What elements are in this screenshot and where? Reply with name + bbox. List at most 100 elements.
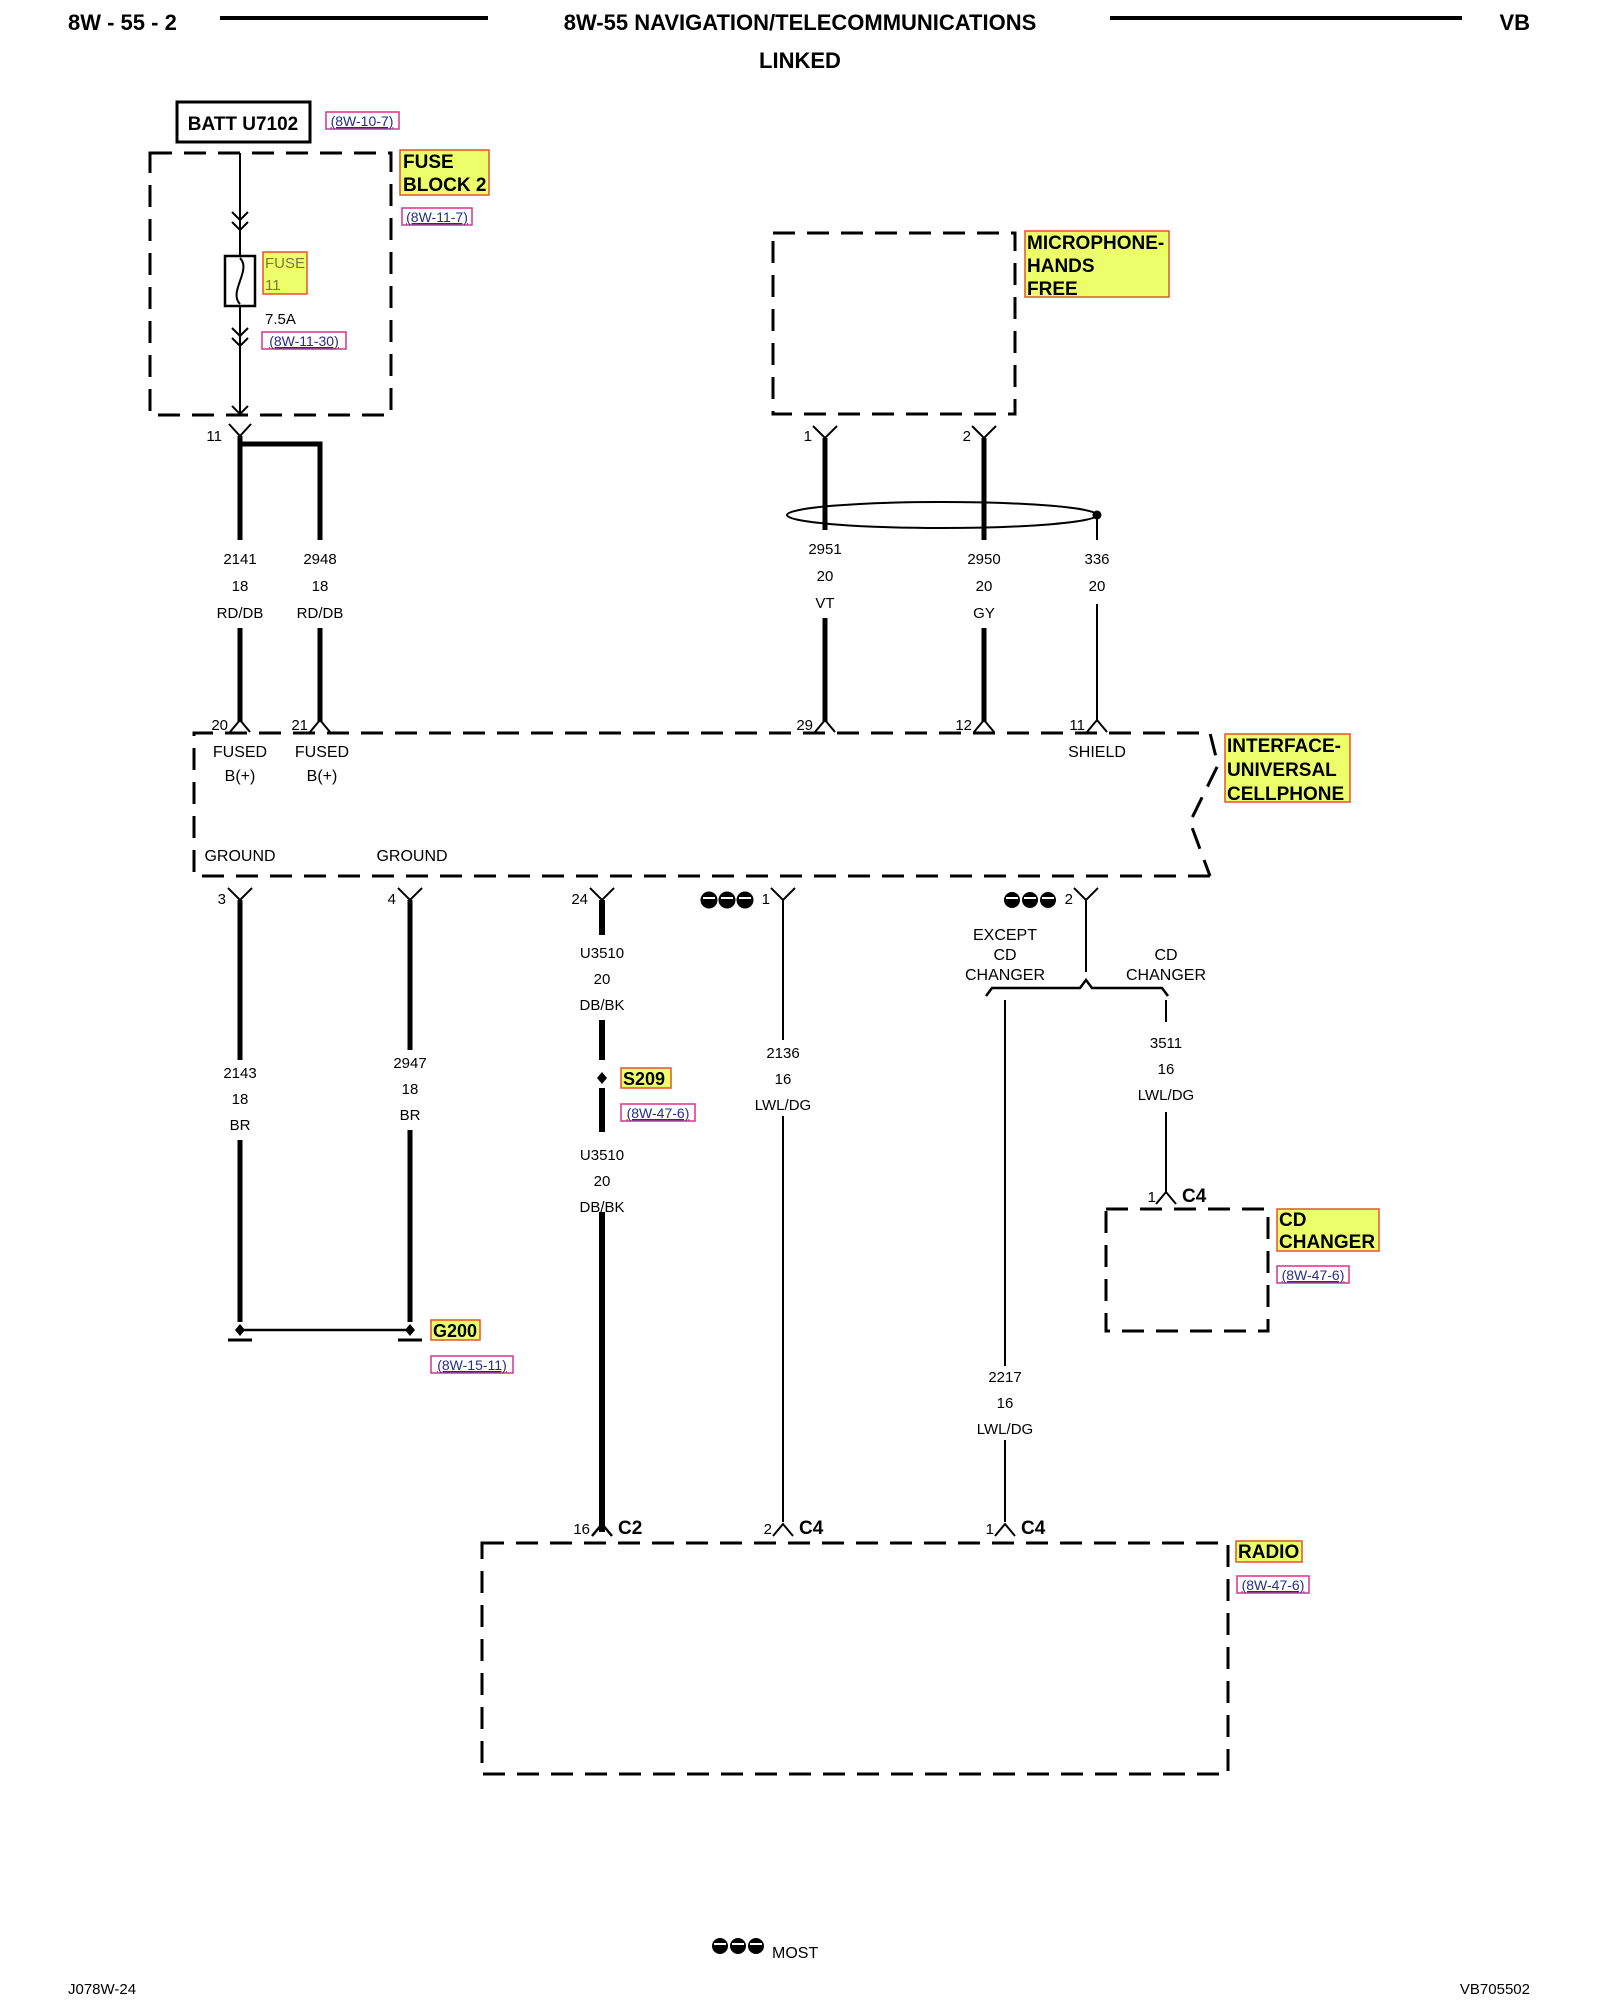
- svg-text:18: 18: [402, 1081, 419, 1098]
- connector-label: C4: [1182, 1186, 1207, 1207]
- pin-label: 4: [388, 891, 396, 908]
- fuse-ref-link[interactable]: (8W-11-30): [261, 331, 347, 350]
- pin-label: 11: [206, 428, 222, 445]
- pin-label: 12: [955, 717, 972, 734]
- pin-label: 24: [571, 891, 588, 908]
- interface-pin-labels: FUSED B(+) FUSED B(+) SHIELD GROUND GROU…: [204, 744, 1125, 865]
- svg-text:BR: BR: [400, 1107, 421, 1124]
- svg-text:GROUND: GROUND: [204, 848, 275, 865]
- splice-s209-dot: [597, 1072, 607, 1084]
- svg-text:SHIELD: SHIELD: [1068, 744, 1126, 761]
- svg-text:FREE: FREE: [1027, 279, 1078, 300]
- page-number: 8W - 55 - 2: [68, 10, 177, 35]
- svg-text:BATT U7102: BATT U7102: [188, 114, 299, 135]
- svg-text:G200: G200: [433, 1321, 477, 1341]
- svg-text:11: 11: [265, 277, 281, 294]
- wire-u3510-upper-label: U3510 20 DB/BK: [579, 945, 624, 1014]
- svg-text:20: 20: [594, 971, 611, 988]
- svg-text:2950: 2950: [967, 551, 1000, 568]
- wire-2950-label: 2950 20 GY: [967, 551, 1000, 622]
- cd-changer-option-label: CD CHANGER: [1126, 947, 1206, 984]
- svg-text:RD/DB: RD/DB: [217, 605, 264, 622]
- wire-2136-label: 2136 16 LWL/DG: [755, 1045, 811, 1114]
- wire-3511-label: 3511 16 LWL/DG: [1138, 1035, 1194, 1104]
- pin-label: 1: [1148, 1189, 1156, 1206]
- footer-right-code: VB705502: [1460, 1981, 1530, 1998]
- most-legend-icon: [712, 1938, 764, 1954]
- svg-text:INTERFACE-: INTERFACE-: [1227, 736, 1341, 757]
- microphone-label: MICROPHONE- HANDS FREE: [1024, 230, 1170, 300]
- pin-label: 1: [986, 1521, 994, 1538]
- pin-label: 3: [218, 891, 226, 908]
- fuse-block-outline: [148, 151, 393, 417]
- microphone-outline: [771, 231, 1017, 416]
- svg-text:U3510: U3510: [580, 945, 624, 962]
- svg-text:LWL/DG: LWL/DG: [977, 1421, 1033, 1438]
- svg-text:U3510: U3510: [580, 1147, 624, 1164]
- svg-text:LWL/DG: LWL/DG: [755, 1097, 811, 1114]
- except-cd-changer-label: EXCEPT CD CHANGER: [965, 927, 1045, 984]
- pin-label: 11: [1069, 717, 1085, 734]
- svg-text:CELLPHONE: CELLPHONE: [1227, 784, 1344, 805]
- svg-text:18: 18: [232, 578, 249, 595]
- pin-label: 2: [1065, 891, 1073, 908]
- svg-text:BR: BR: [230, 1117, 251, 1134]
- radio-label: RADIO: [1235, 1540, 1303, 1563]
- radio-ref-link[interactable]: (8W-47-6): [1236, 1575, 1310, 1594]
- page-title: 8W-55 NAVIGATION/TELECOMMUNICATIONS: [564, 10, 1037, 35]
- svg-text:CHANGER: CHANGER: [1279, 1232, 1375, 1253]
- connector-label: C4: [799, 1518, 824, 1539]
- cd-changer-label: CD CHANGER: [1276, 1208, 1380, 1253]
- wire-2217-label: 2217 16 LWL/DG: [977, 1369, 1033, 1438]
- wire-u3510-lower-label: U3510 20 DB/BK: [579, 1147, 624, 1216]
- microphone-wires-lower: [814, 604, 1108, 733]
- svg-text:UNIVERSAL: UNIVERSAL: [1227, 760, 1337, 781]
- fuse-rating: 7.5A: [265, 311, 296, 328]
- radio-outline: [480, 1541, 1230, 1776]
- svg-text:EXCEPT: EXCEPT: [973, 927, 1037, 944]
- wire-336-label: 336 20: [1084, 551, 1109, 595]
- wire-2136: [770, 887, 796, 1522]
- wire-2948-label: 2948 18 RD/DB: [297, 551, 344, 622]
- svg-text:LWL/DG: LWL/DG: [1138, 1087, 1194, 1104]
- svg-text:B(+): B(+): [307, 768, 338, 785]
- svg-text:18: 18: [312, 578, 329, 595]
- svg-text:16: 16: [997, 1395, 1014, 1412]
- pin-label: 21: [291, 717, 308, 734]
- svg-text:CHANGER: CHANGER: [1126, 967, 1206, 984]
- cd-changer-ref-link[interactable]: (8W-47-6): [1276, 1265, 1350, 1284]
- ground-g200-ref-link[interactable]: (8W-15-11): [430, 1355, 514, 1374]
- svg-text:(8W-47-6): (8W-47-6): [1242, 1577, 1305, 1593]
- pin-label: 1: [762, 891, 770, 908]
- pin-label: 16: [573, 1521, 590, 1538]
- svg-text:(8W-47-6): (8W-47-6): [627, 1105, 690, 1121]
- svg-text:HANDS: HANDS: [1027, 256, 1095, 277]
- svg-text:GROUND: GROUND: [376, 848, 447, 865]
- svg-text:336: 336: [1084, 551, 1109, 568]
- wire-2141-label: 2141 18 RD/DB: [217, 551, 264, 622]
- ground-splice-dots: [235, 1324, 415, 1336]
- ground-g200-label: G200: [430, 1319, 481, 1341]
- most-symbol-pin1: [700, 891, 754, 909]
- page-subtitle: LINKED: [759, 48, 841, 73]
- svg-text:FUSED: FUSED: [295, 744, 349, 761]
- svg-text:DB/BK: DB/BK: [579, 1199, 624, 1216]
- svg-text:BLOCK 2: BLOCK 2: [403, 175, 486, 196]
- svg-text:(8W-15-11): (8W-15-11): [437, 1357, 507, 1373]
- svg-text:2948: 2948: [303, 551, 336, 568]
- pin-label: 2: [764, 1521, 772, 1538]
- battery-ref-link[interactable]: (8W-10-7): [325, 111, 400, 130]
- svg-text:20: 20: [1089, 578, 1106, 595]
- svg-text:CD: CD: [1154, 947, 1177, 964]
- svg-text:DB/BK: DB/BK: [579, 997, 624, 1014]
- svg-text:2136: 2136: [766, 1045, 799, 1062]
- power-feed-wires-lower: [229, 628, 331, 733]
- svg-text:16: 16: [1158, 1061, 1175, 1078]
- splice-s209-ref-link[interactable]: (8W-47-6): [620, 1103, 696, 1122]
- fuse-block-ref-link[interactable]: (8W-11-7): [401, 207, 473, 226]
- svg-text:GY: GY: [973, 605, 995, 622]
- svg-text:16: 16: [775, 1071, 792, 1088]
- power-feed-wires: [228, 423, 323, 540]
- svg-text:CHANGER: CHANGER: [965, 967, 1045, 984]
- svg-text:18: 18: [232, 1091, 249, 1108]
